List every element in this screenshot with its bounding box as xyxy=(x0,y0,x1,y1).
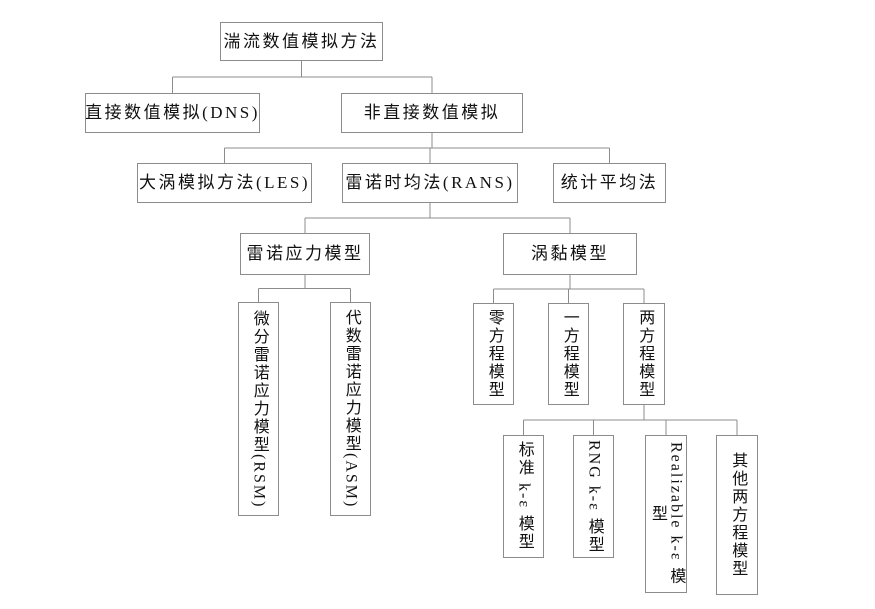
node-std-ke: 标准 k-ε 模型 xyxy=(503,435,544,558)
node-stress: 雷诺应力模型 xyxy=(240,233,370,275)
node-indirect: 非直接数值模拟 xyxy=(341,93,523,133)
node-les: 大涡模拟方法(LES) xyxy=(137,163,312,203)
node-rsm: 微分雷诺应力模型(RSM) xyxy=(238,302,279,516)
node-one-eq: 一方程模型 xyxy=(548,303,589,405)
node-other-2eq: 其他两方程模型 xyxy=(716,435,758,595)
node-dns: 直接数值模拟(DNS) xyxy=(85,93,260,133)
node-zero-eq: 零方程模型 xyxy=(473,303,514,405)
node-eddy: 涡黏模型 xyxy=(503,233,637,275)
node-realizable: Realizable k-ε 模型 xyxy=(645,435,687,593)
node-rng-ke: RNG k-ε 模型 xyxy=(573,435,614,558)
node-two-eq: 两方程模型 xyxy=(623,303,665,405)
node-rans: 雷诺时均法(RANS) xyxy=(342,163,518,203)
node-root: 湍流数值模拟方法 xyxy=(220,22,383,61)
node-stat: 统计平均法 xyxy=(553,163,666,203)
node-asm: 代数雷诺应力模型(ASM) xyxy=(330,302,371,516)
